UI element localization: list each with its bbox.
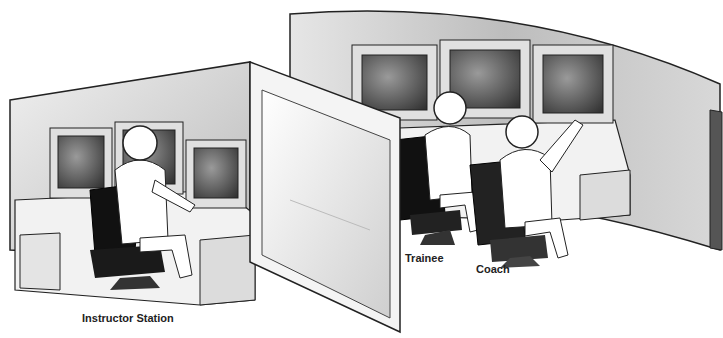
glass-reflection — [290, 200, 370, 230]
figure-label: Instructor Station — [82, 312, 174, 325]
torso — [115, 160, 168, 244]
head — [434, 92, 466, 124]
glass-window — [262, 90, 390, 318]
head — [506, 116, 538, 148]
desk-side — [200, 235, 255, 305]
legs — [140, 235, 192, 278]
coach-figure — [470, 116, 583, 268]
chair-seat — [410, 210, 462, 235]
trainee-figure — [395, 92, 478, 245]
arm — [152, 180, 195, 212]
monitor-screen — [362, 55, 427, 110]
wall-edge — [710, 110, 722, 250]
monitor — [533, 45, 613, 123]
instructor-figure — [90, 126, 195, 290]
trainee-monitors — [352, 40, 613, 123]
chair-base — [420, 230, 455, 245]
legs — [525, 218, 568, 258]
monitor-screen — [58, 136, 104, 188]
monitor — [50, 128, 112, 198]
legs — [440, 192, 478, 232]
desk-side — [580, 170, 630, 220]
head — [123, 126, 157, 160]
raised-arm — [540, 120, 583, 172]
monitor-screen — [194, 148, 238, 198]
glass-partition — [250, 62, 400, 332]
figure-label: Trainee — [405, 252, 444, 265]
torso — [425, 127, 472, 201]
chair-base — [110, 276, 160, 290]
monitor — [186, 140, 246, 208]
monitor-screen — [543, 55, 603, 113]
figure-label: Coach — [476, 263, 510, 276]
desk-side — [20, 233, 60, 290]
